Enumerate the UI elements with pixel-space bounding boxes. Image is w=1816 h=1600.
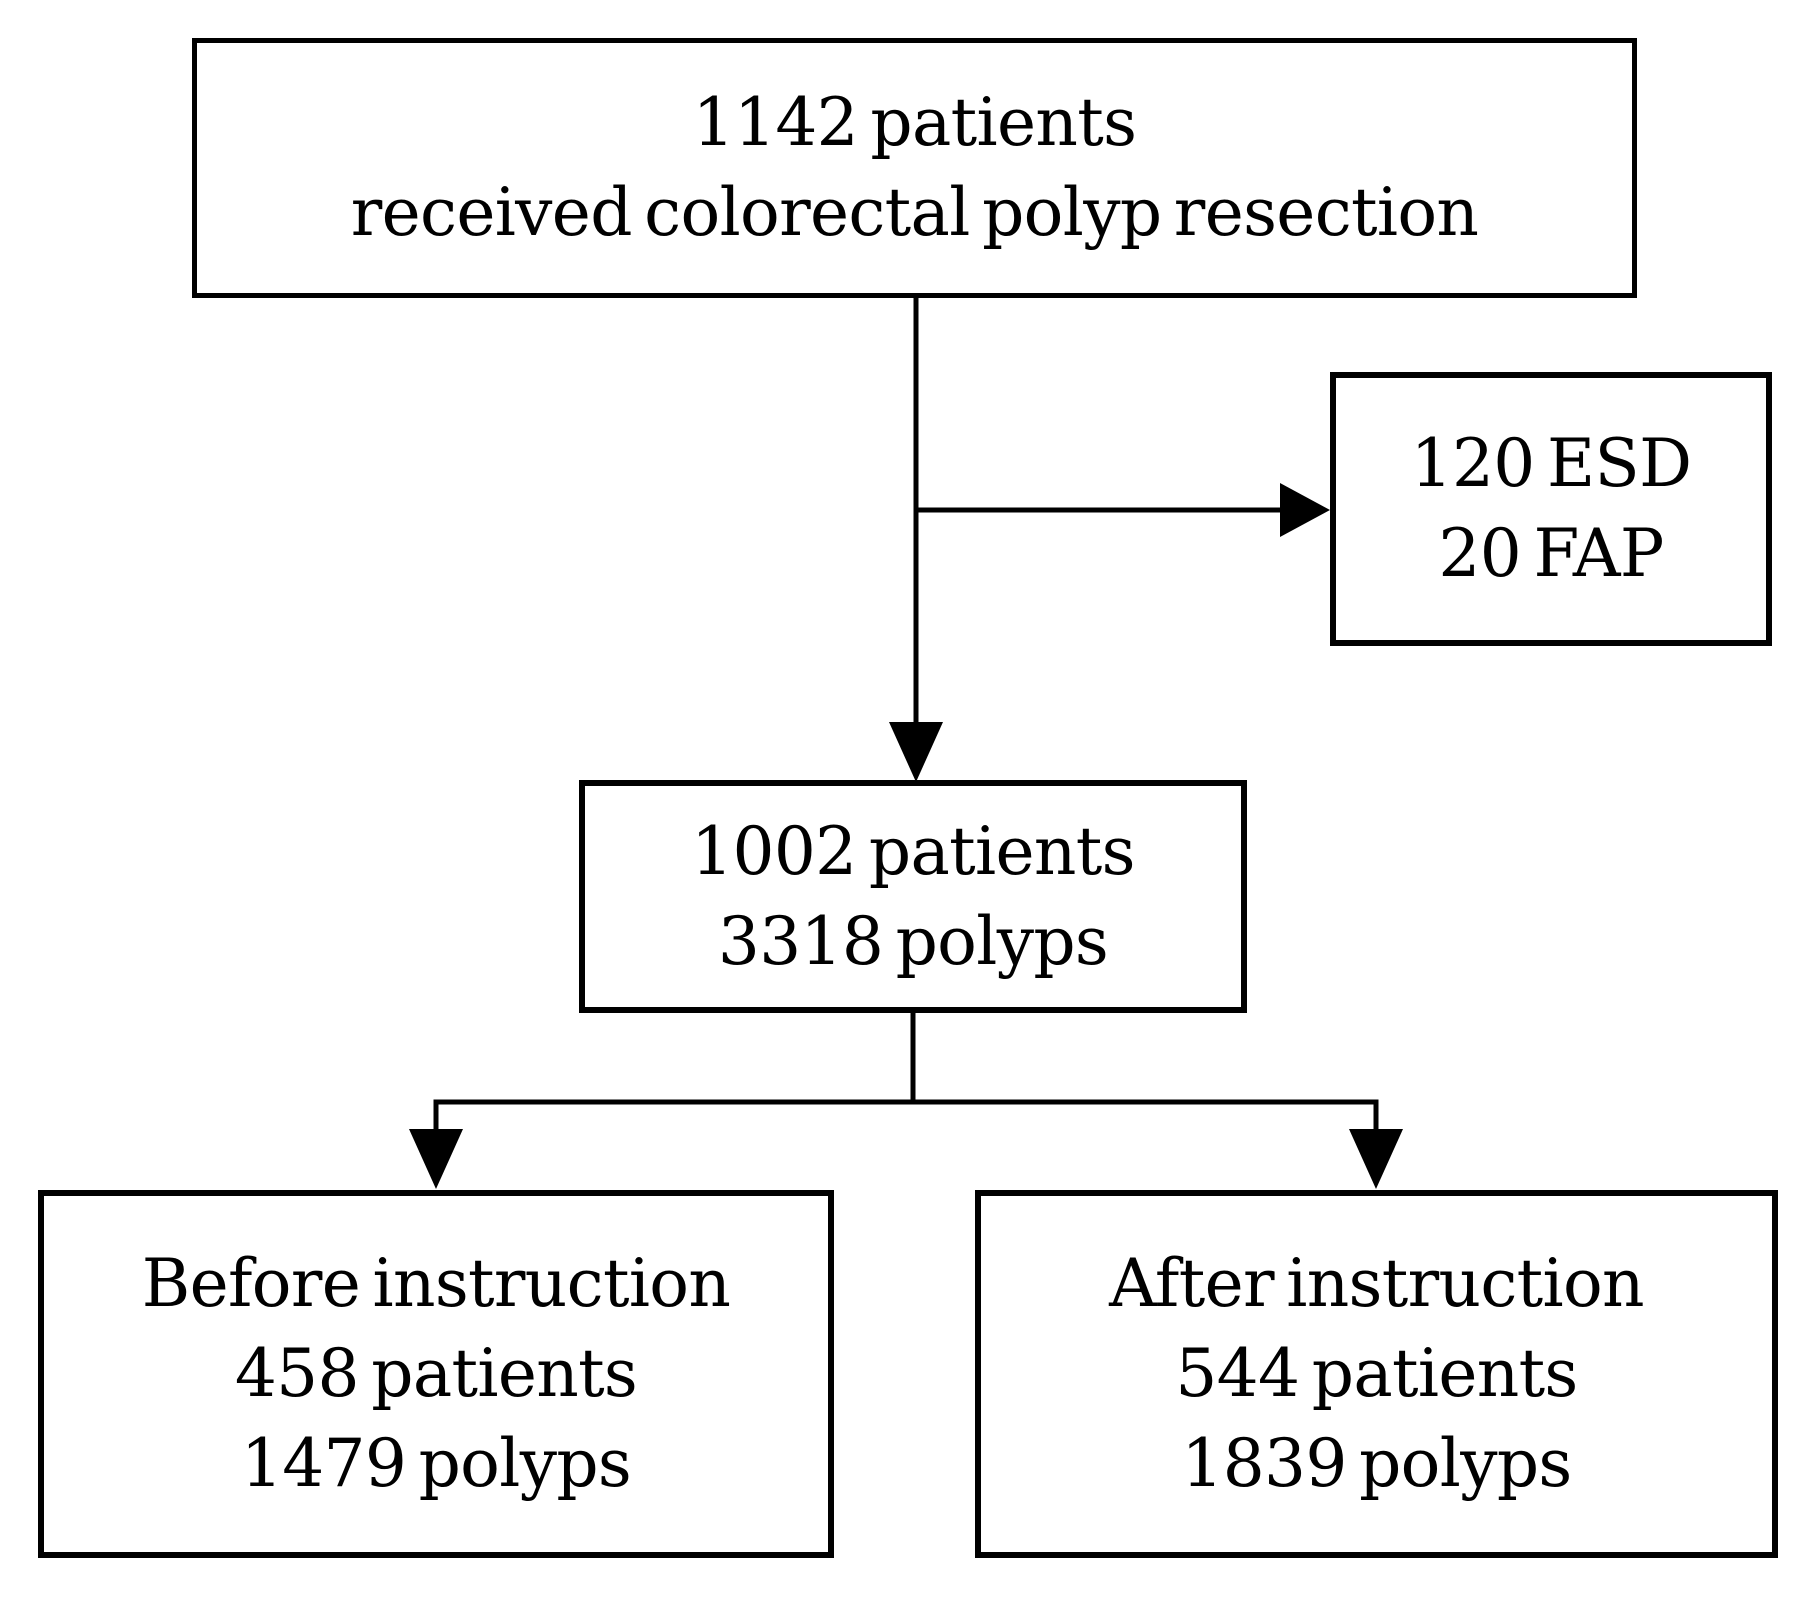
node-total-patients: 1142 patients received colorectal polyp … bbox=[192, 38, 1637, 298]
node-excluded-line1: 120 ESD bbox=[1410, 425, 1692, 503]
node-before-line1: Before instruction bbox=[141, 1245, 731, 1323]
node-total-line2: received colorectal polyp resection bbox=[350, 174, 1479, 251]
node-total-line1: 1142 patients bbox=[692, 84, 1137, 162]
node-excluded-line2: 20 FAP bbox=[1438, 515, 1664, 592]
node-before-line3: 1479 polyps bbox=[240, 1424, 632, 1502]
node-before-instruction: Before instruction 458 patients 1479 pol… bbox=[38, 1190, 834, 1558]
node-included-line1: 1002 patients bbox=[691, 812, 1135, 890]
connector-split-bar bbox=[433, 1099, 1379, 1136]
node-excluded-esd-fap: 120 ESD 20 FAP bbox=[1330, 372, 1772, 646]
node-included-patients: 1002 patients 3318 polyps bbox=[579, 780, 1247, 1013]
node-after-line3: 1839 polyps bbox=[1181, 1424, 1572, 1502]
node-after-instruction: After instruction 544 patients 1839 poly… bbox=[975, 1190, 1778, 1558]
node-after-line1: After instruction bbox=[1109, 1245, 1644, 1323]
arrowhead-down-included-icon bbox=[889, 722, 943, 782]
arrowhead-down-before-icon bbox=[409, 1129, 463, 1189]
arrowhead-right-excluded-icon bbox=[1280, 483, 1330, 537]
arrowhead-down-after-icon bbox=[1349, 1129, 1403, 1189]
node-after-line2: 544 patients bbox=[1175, 1335, 1578, 1413]
node-included-line2: 3318 polyps bbox=[717, 902, 1109, 980]
node-before-line2: 458 patients bbox=[234, 1335, 638, 1413]
